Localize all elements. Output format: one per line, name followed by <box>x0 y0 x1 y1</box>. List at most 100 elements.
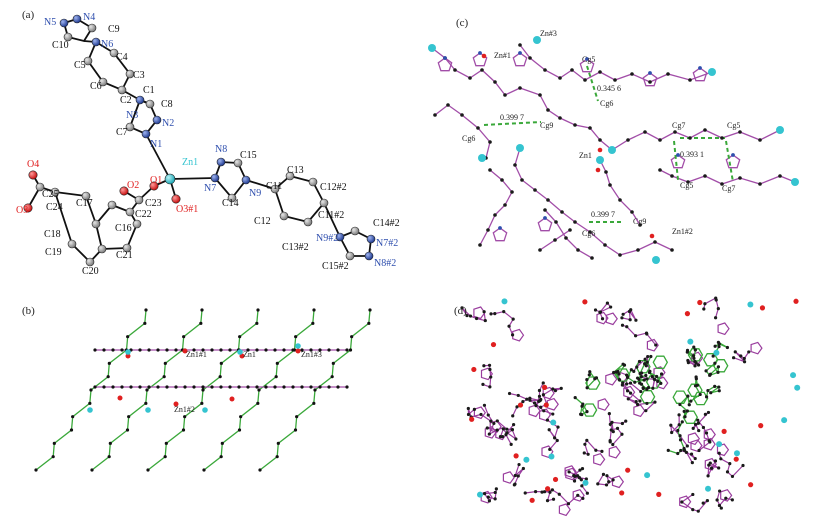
atom-dot <box>489 312 493 316</box>
atom-label-N3: N3 <box>126 110 138 121</box>
atom-dot <box>645 360 649 364</box>
label-cg7-a: Cg7 <box>672 121 685 130</box>
atom-dot <box>611 442 615 447</box>
atom-dot <box>219 361 223 365</box>
atom-dot <box>120 348 124 352</box>
atom-label-C13n2: C13#2 <box>282 242 309 253</box>
nitrogen-dot <box>478 51 482 55</box>
atom-dot <box>309 385 313 389</box>
atom-dot <box>256 308 260 312</box>
atom-dot <box>630 210 634 214</box>
atom-dot <box>645 387 649 391</box>
atom-dot <box>138 348 142 352</box>
atom-dot <box>573 396 577 400</box>
purple-network-segment <box>483 488 497 502</box>
atom-dot <box>690 461 694 465</box>
atom-dot <box>747 350 751 354</box>
atom-dot <box>525 397 529 401</box>
zinc-dot <box>687 338 694 345</box>
atom-dot <box>608 439 612 443</box>
oxygen-dot <box>541 384 548 390</box>
atom-dot <box>717 466 721 470</box>
atom-dot <box>557 492 561 496</box>
oxygen-dot <box>697 299 703 306</box>
atom-dot <box>138 385 142 389</box>
atom-dot <box>666 448 670 452</box>
panel-label-c: (c) <box>456 17 469 29</box>
atom-dot <box>514 437 518 441</box>
atom-dot <box>238 335 242 339</box>
atom-dot <box>686 180 690 184</box>
atom-dot <box>717 342 721 346</box>
atom-dot <box>220 441 224 445</box>
atom-dot <box>732 356 736 360</box>
atom-dot <box>688 78 692 82</box>
atom-label-N4: N4 <box>83 12 95 23</box>
atom-dot <box>620 316 624 320</box>
atom-dot <box>513 163 517 167</box>
zinc-dot <box>523 456 530 463</box>
atom-dot <box>560 210 564 214</box>
atom-dot <box>582 451 586 455</box>
atom-dot <box>237 428 242 432</box>
atom-dot <box>567 470 571 474</box>
atom-dot <box>585 378 589 382</box>
triazole-ring <box>492 227 508 242</box>
zinc-dot <box>533 36 541 44</box>
purple-chain <box>514 147 673 256</box>
atom-dot <box>255 385 259 389</box>
atom-dot <box>615 426 620 431</box>
purple-network-segment <box>547 419 559 450</box>
atom-dot <box>192 385 196 389</box>
atom-dot <box>628 381 633 385</box>
atom-dot <box>546 108 550 112</box>
atom-dot <box>632 369 636 374</box>
atom-dot <box>495 428 499 432</box>
atom-dot <box>528 56 532 60</box>
atom-dot <box>219 348 223 352</box>
atom-dot <box>625 382 629 386</box>
atom-dot <box>677 413 681 417</box>
atom-dot <box>494 487 498 491</box>
atom-dot <box>676 428 680 433</box>
atom-dot <box>717 389 721 393</box>
atom-dot <box>590 256 594 260</box>
atom-dot <box>652 377 656 381</box>
atom-dot <box>511 414 515 418</box>
atom-dot <box>620 421 624 426</box>
atom-dot <box>507 391 512 396</box>
atom-dot <box>446 103 450 107</box>
green-network-segment <box>678 394 690 420</box>
atom-label-C25: C25 <box>42 189 59 200</box>
atom-dot <box>512 423 516 427</box>
atom-dot <box>677 423 681 427</box>
atom-dot <box>705 498 709 503</box>
atom-dot <box>237 385 241 389</box>
purple-network-segment <box>622 324 657 346</box>
purple-chain <box>434 104 491 159</box>
atom-dot <box>367 321 371 325</box>
atom-dot <box>608 183 612 187</box>
purple-chain <box>479 169 513 246</box>
atom-dot <box>625 325 629 329</box>
panel-c-labels: Zn#1 Zn#3 Cg5 0.345 6 Cg6 0.399 7 Cg9 Cg… <box>462 29 740 238</box>
atom-dot <box>495 419 499 423</box>
atom-dot <box>183 385 187 389</box>
atom-dot <box>642 378 646 382</box>
atom-dot <box>717 344 721 349</box>
atom-dot <box>716 307 720 311</box>
zinc-dot <box>87 407 93 413</box>
oxygen-dot <box>759 305 766 311</box>
atom-label-C11: C11 <box>266 181 282 192</box>
atom-dot <box>300 348 304 352</box>
atom-dot <box>156 348 160 352</box>
atom-dot <box>649 354 653 359</box>
atom-dot <box>488 168 492 172</box>
atom-dot <box>345 348 349 352</box>
atom-dot <box>546 198 550 202</box>
purple-network-segment <box>627 398 657 412</box>
atom-label-C15: C15 <box>240 150 257 161</box>
atom-dot <box>219 385 223 389</box>
atom-dot <box>102 385 106 389</box>
atom-label-C20: C20 <box>82 266 99 277</box>
